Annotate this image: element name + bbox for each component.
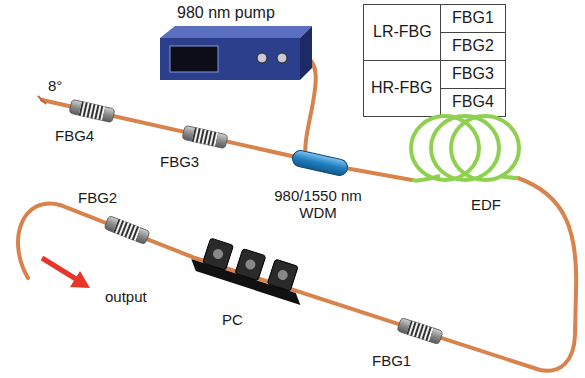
fbg-grating bbox=[182, 125, 228, 148]
output-arrow bbox=[42, 258, 90, 288]
pc-knob bbox=[276, 269, 289, 282]
arrow-shaft bbox=[42, 258, 76, 279]
pc-knob bbox=[244, 258, 257, 271]
coil-loop bbox=[451, 116, 519, 180]
component-label: 980/1550 nm WDM bbox=[268, 187, 368, 222]
fbg-grating bbox=[397, 318, 443, 345]
edf-coil bbox=[411, 116, 519, 180]
coil-lead bbox=[500, 176, 518, 178]
table-cell: FBG1 bbox=[452, 9, 494, 27]
component-label: FBG4 bbox=[55, 127, 94, 144]
pc-base bbox=[188, 259, 303, 305]
component-label: PC bbox=[222, 311, 243, 328]
table-cell: LR-FBG bbox=[373, 23, 432, 41]
pump-front bbox=[160, 38, 300, 80]
pump-screen bbox=[170, 46, 218, 72]
pc-paddle bbox=[203, 238, 234, 270]
fiber bbox=[18, 55, 576, 371]
coil-loop bbox=[431, 116, 499, 180]
fiber bbox=[42, 100, 412, 180]
table-rule bbox=[441, 88, 506, 89]
component-label: FBG2 bbox=[78, 189, 117, 206]
pump-knob bbox=[257, 53, 267, 63]
coil-loop bbox=[411, 116, 479, 180]
table-cell: HR-FBG bbox=[371, 79, 432, 97]
angled-end bbox=[38, 96, 46, 104]
pc-paddle bbox=[235, 248, 266, 280]
coil-lead bbox=[412, 176, 440, 181]
table-rule bbox=[364, 60, 506, 61]
pc-knob bbox=[212, 248, 225, 261]
pump-top bbox=[160, 26, 312, 38]
table-cell: FBG2 bbox=[452, 37, 494, 55]
fbg-grating bbox=[69, 99, 115, 122]
fiber bbox=[18, 178, 576, 371]
component-label: FBG1 bbox=[372, 352, 411, 369]
table-border bbox=[364, 5, 506, 117]
output-label: output bbox=[105, 288, 147, 305]
wdm-body bbox=[291, 149, 349, 177]
angle-label: 8° bbox=[48, 77, 62, 94]
table-rule bbox=[441, 32, 506, 33]
arrow-head bbox=[70, 271, 90, 288]
pump-source bbox=[160, 26, 312, 80]
pc-paddle bbox=[267, 259, 298, 291]
component-label: FBG3 bbox=[160, 153, 199, 170]
table-cell: FBG3 bbox=[452, 65, 494, 83]
legend-table bbox=[364, 5, 506, 117]
pump-knob bbox=[277, 53, 287, 63]
device-label: 980 nm pump bbox=[177, 4, 275, 22]
fbg-grating bbox=[104, 215, 150, 244]
component-label: EDF bbox=[471, 196, 501, 213]
pump-side bbox=[300, 26, 312, 80]
table-cell: FBG4 bbox=[452, 93, 494, 111]
polarization-controller bbox=[188, 234, 311, 305]
wdm-coupler bbox=[291, 149, 349, 177]
